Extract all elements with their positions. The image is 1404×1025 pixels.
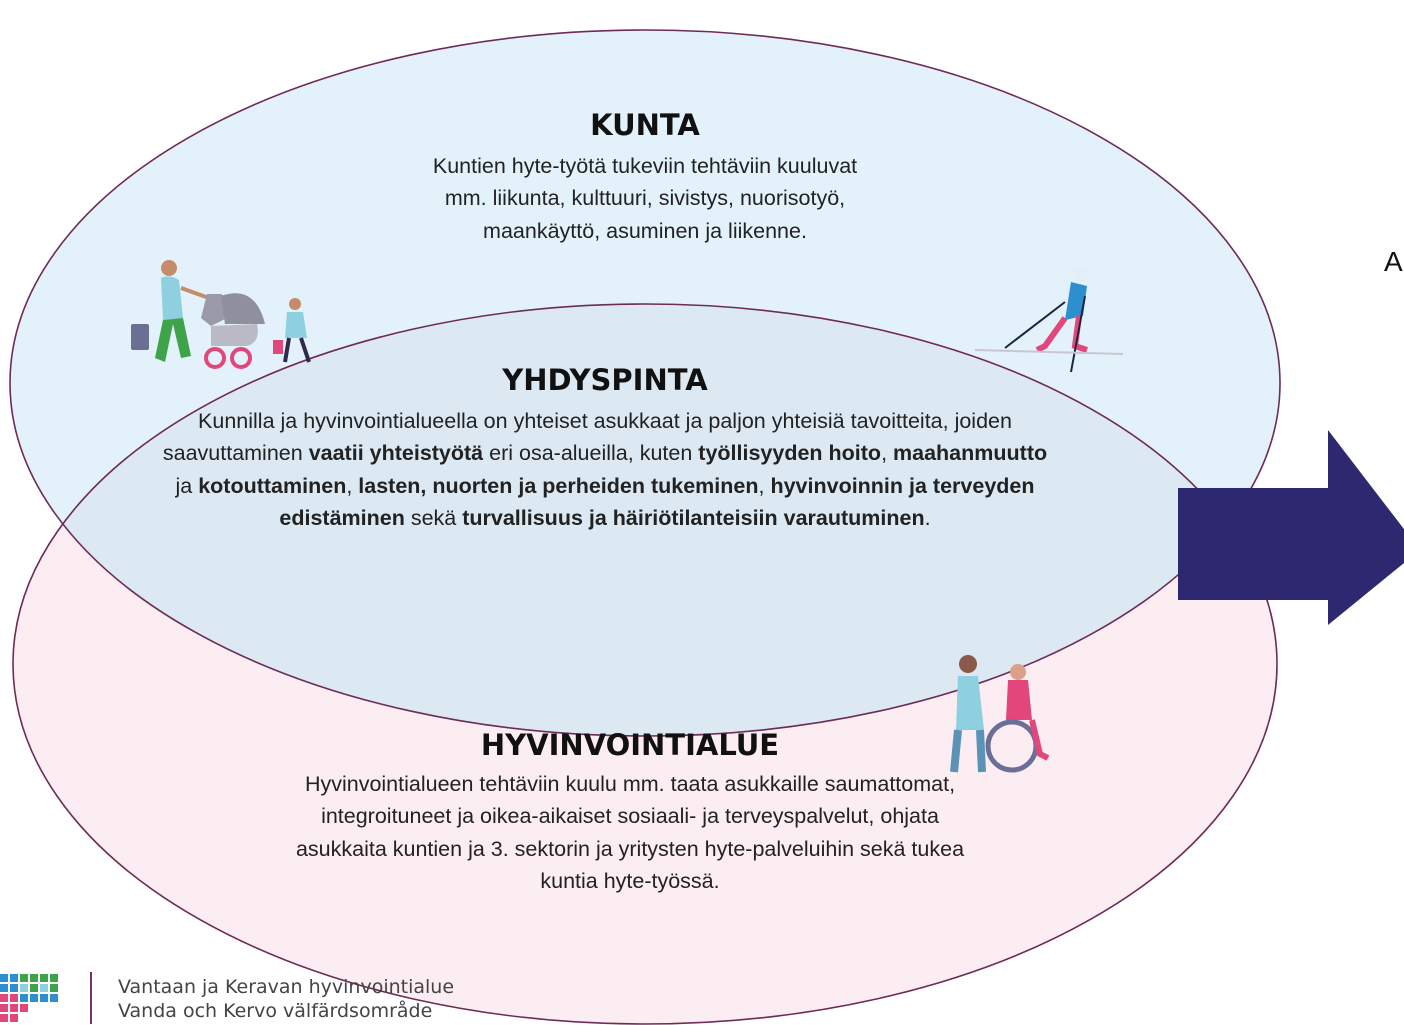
yhdyspinta-emphasis: kotouttaminen — [198, 473, 347, 498]
hyvinvointialue-line: asukkaita kuntien ja 3. sektorin ja yrit… — [295, 836, 965, 861]
yhdyspinta-emphasis: maahanmuutto — [893, 441, 1048, 466]
yhdyspinta-segment: ja — [175, 473, 199, 498]
caregiver-wheelchair-icon — [950, 655, 1050, 773]
yhdyspinta-segment: , — [881, 441, 894, 466]
kunta-text: Kuntien hyte-työtä tukeviin tehtäviin ku… — [300, 150, 990, 247]
yhdyspinta-emphasis: turvallisuus ja häiriötilanteisiin varau… — [462, 505, 925, 530]
kunta-block: KUNTA Kuntien hyte-työtä tukeviin tehtäv… — [300, 108, 990, 247]
organization-logo: Vantaan ja Keravan hyvinvointialue Vanda… — [0, 970, 600, 1025]
yhdyspinta-title: YHDYSPINTA — [502, 363, 708, 397]
logo-text-swedish: Vanda och Kervo välfärdsområde — [118, 1000, 433, 1022]
yhdyspinta-segment: sekä — [404, 505, 463, 530]
yhdyspinta-segment: . — [924, 505, 931, 530]
hyvinvointialue-block: HYVINVOINTIALUE Hyvinvointialueen tehtäv… — [145, 728, 1115, 897]
skier-icon — [974, 267, 1124, 373]
kunta-line: mm. liikunta, kulttuuri, sivistys, nuori… — [444, 186, 846, 211]
yhdyspinta-emphasis: hyvinvoinnin ja terveyden edistäminen — [279, 473, 1035, 530]
logo-separator — [90, 972, 92, 1024]
family-stroller-icon — [131, 260, 311, 369]
hyvinvointialue-line: integroituneet ja oikea-aikaiset sosiaal… — [321, 804, 939, 829]
hyvinvointialue-line: Hyvinvointialueen tehtäviin kuulu mm. ta… — [304, 772, 956, 796]
kunta-title: KUNTA — [590, 108, 700, 142]
kunta-line: maankäyttö, asuminen ja liikenne. — [483, 218, 807, 243]
logo-mark-icon — [0, 974, 58, 1022]
yhdyspinta-emphasis: vaatii yhteistyötä — [308, 441, 484, 466]
kunta-line: Kuntien hyte-työtä tukeviin tehtäviin ku… — [432, 154, 858, 178]
yhdyspinta-segment: Kunnilla ja hyvinvointialueella on yhtei… — [162, 409, 1012, 466]
yhdyspinta-segment: , — [758, 473, 771, 498]
cut-off-letter: A — [1384, 246, 1403, 277]
overlap-region — [13, 304, 1277, 736]
yhdyspinta-emphasis: lasten, nuorten ja perheiden tukeminen — [358, 473, 759, 498]
yhdyspinta-segment: , — [346, 473, 359, 498]
hyvinvointialue-line: kuntia hyte-työssä. — [540, 868, 720, 893]
yhdyspinta-block: YHDYSPINTA Kunnilla ja hyvinvointialueel… — [160, 363, 1050, 534]
yhdyspinta-segment: eri osa-alueilla, kuten — [483, 441, 699, 466]
yhdyspinta-emphasis: työllisyyden hoito — [698, 441, 882, 466]
hyvinvointialue-text: Hyvinvointialueen tehtäviin kuulu mm. ta… — [145, 768, 1115, 897]
logo-text-finnish: Vantaan ja Keravan hyvinvointialue — [118, 976, 455, 998]
arrow-right — [1178, 430, 1404, 625]
hyvinvointialue-title: HYVINVOINTIALUE — [480, 728, 780, 762]
yhdyspinta-text: Kunnilla ja hyvinvointialueella on yhtei… — [160, 405, 1050, 534]
